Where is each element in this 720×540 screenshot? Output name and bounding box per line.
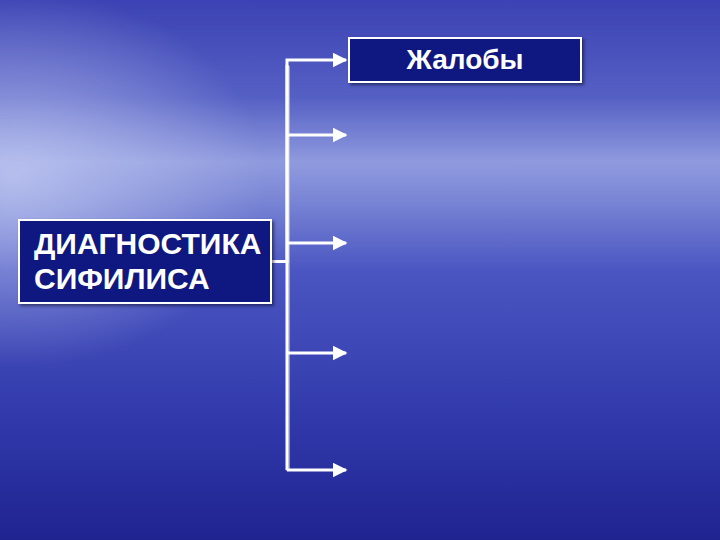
complaint-box: Жалобы [348,37,582,83]
empty-arrow [287,469,346,472]
main-box: ДИАГНОСТИКА СИФИЛИСА [18,219,272,304]
connector-arrow [272,60,346,262]
bracket [287,65,346,470]
empty-arrow [287,242,346,245]
empty-arrow [287,352,346,355]
node-label: Жалобы [407,44,524,76]
node-label: ДИАГНОСТИКА СИФИЛИСА [34,227,256,296]
empty-arrow [287,134,346,137]
